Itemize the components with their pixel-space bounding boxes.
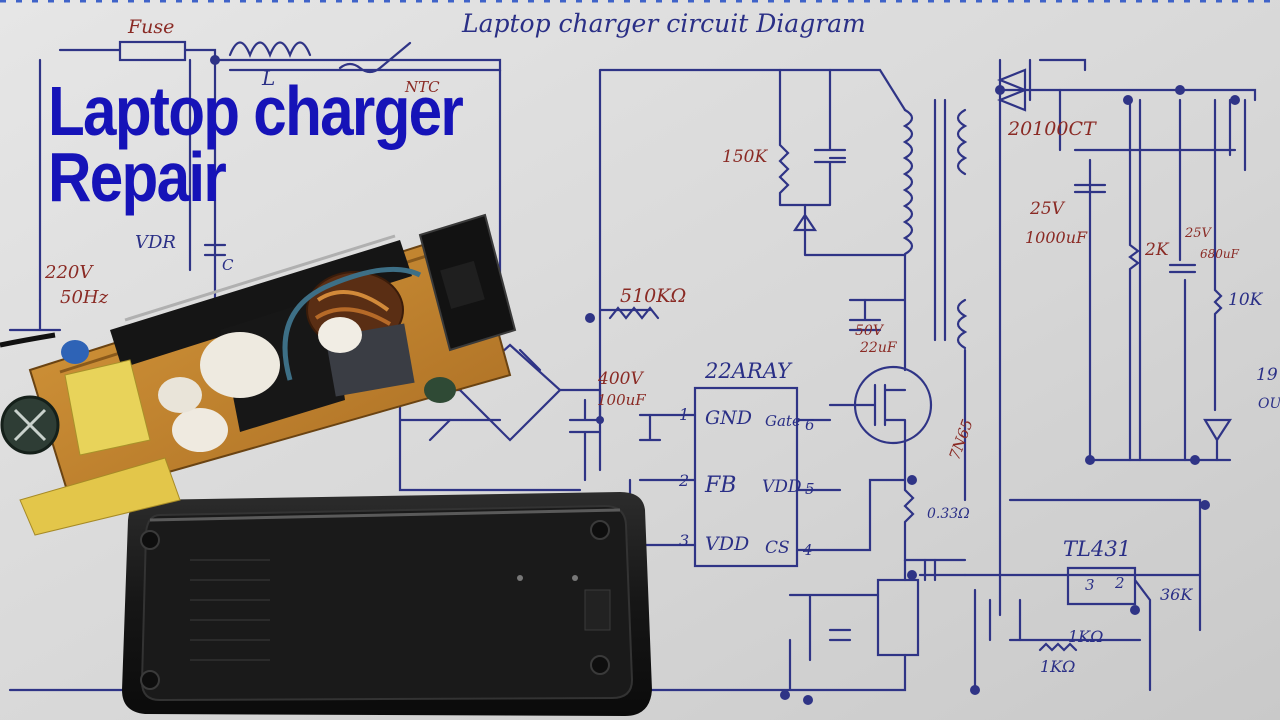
label-ic-pin6: 6 [805, 416, 815, 434]
circuit-diagram [8, 40, 1257, 692]
label-fuse: Fuse [127, 16, 174, 38]
label-ic-pin6-name: Gate [765, 412, 801, 430]
label-mains-voltage: 220V [44, 262, 94, 283]
label-out-cap-c: 1000uF [1025, 228, 1088, 247]
label-r-1k-b: 1KΩ [1040, 657, 1075, 676]
label-ic-pin3: 3 [679, 531, 689, 550]
label-r-sense: 0.33Ω [927, 506, 970, 522]
label-ic-pin2-name: FB [704, 473, 736, 498]
label-tl431: TL431 [1063, 537, 1131, 561]
label-aux-cap-v: 50V [855, 323, 885, 339]
label-ic-pin4: 4 [802, 541, 813, 559]
label-r-510k: 510KΩ [620, 285, 686, 307]
label-bulk-cap-v: 400V [597, 369, 644, 389]
label-cap-c: C [222, 256, 234, 274]
label-ic-pin2: 2 [678, 471, 689, 490]
headline: Laptop charger Repair [48, 72, 464, 216]
label-ic-pin3-name: VDD [705, 533, 749, 555]
headline-line1: Laptop charger [48, 72, 464, 150]
headline-line2: Repair [48, 138, 227, 216]
label-tl-pin2: 2 [1114, 574, 1125, 592]
label-ic-pin5: 5 [805, 480, 815, 498]
charger-pcb [0, 213, 517, 536]
diagram-title: Laptop charger circuit Diagram [461, 9, 866, 38]
label-vdr: VDR [135, 232, 176, 253]
label-tl-pin3: 3 [1085, 576, 1095, 594]
label-ntc: NTC [404, 78, 440, 96]
label-r-1k-a: 1KΩ [1068, 627, 1103, 646]
label-ic-pin1: 1 [679, 405, 689, 424]
charger-case [122, 492, 652, 716]
label-r-10k: 10K [1228, 290, 1264, 310]
label-ic-pin5-name: VDD [762, 477, 802, 497]
label-ic-pin1-name: GND [705, 407, 752, 429]
label-out-label: OU [1258, 396, 1280, 412]
label-r-150k: 150K [722, 147, 768, 167]
label-out-cap-v: 25V [1029, 199, 1066, 219]
label-mains-freq: 50Hz [60, 287, 109, 308]
label-cap2-c: 680uF [1200, 247, 1240, 261]
label-ic-name: 22ARAY [704, 359, 793, 383]
label-cap2-v: 25V [1184, 226, 1213, 241]
label-r-36k: 36K [1160, 585, 1193, 604]
label-diode: 20100CT [1007, 118, 1097, 140]
junction-dots [210, 55, 1240, 705]
label-aux-cap-c: 22uF [859, 340, 898, 356]
label-bulk-cap-c: 100uF [597, 391, 646, 409]
label-out-voltage: 19 [1256, 365, 1278, 385]
label-r-2k: 2K [1144, 240, 1170, 260]
label-ic-pin4-name: CS [765, 538, 790, 558]
label-inductor: L [261, 66, 275, 90]
